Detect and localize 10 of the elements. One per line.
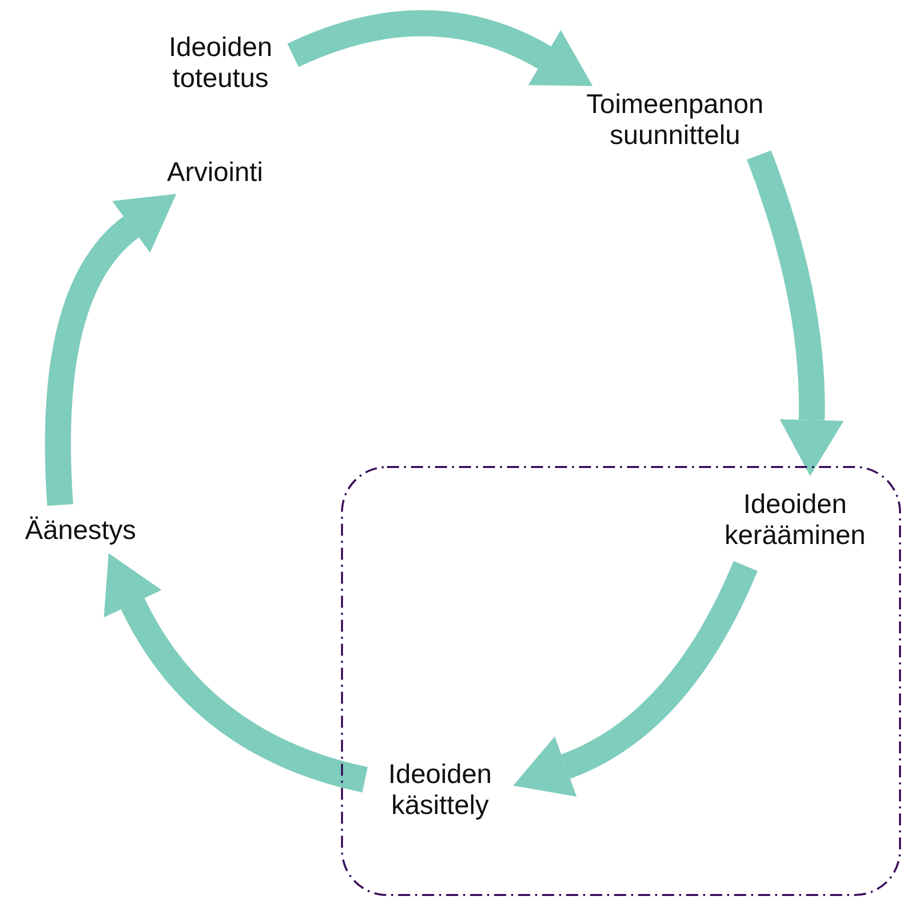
curved-arrow xyxy=(746,150,844,476)
stage-label: Toimeenpanon suunnittelu xyxy=(585,89,765,151)
curved-arrow xyxy=(288,10,594,86)
stage-label: Ideoiden toteutus xyxy=(168,32,274,94)
stage-label: Äänestys xyxy=(24,514,136,546)
curved-arrow xyxy=(514,560,758,796)
curved-arrow xyxy=(104,554,368,792)
stage-label: Ideoiden käsittely xyxy=(387,758,493,820)
stage-label: Ideoiden kerääminen xyxy=(723,489,867,551)
stage-label: Arviointi xyxy=(166,157,264,188)
